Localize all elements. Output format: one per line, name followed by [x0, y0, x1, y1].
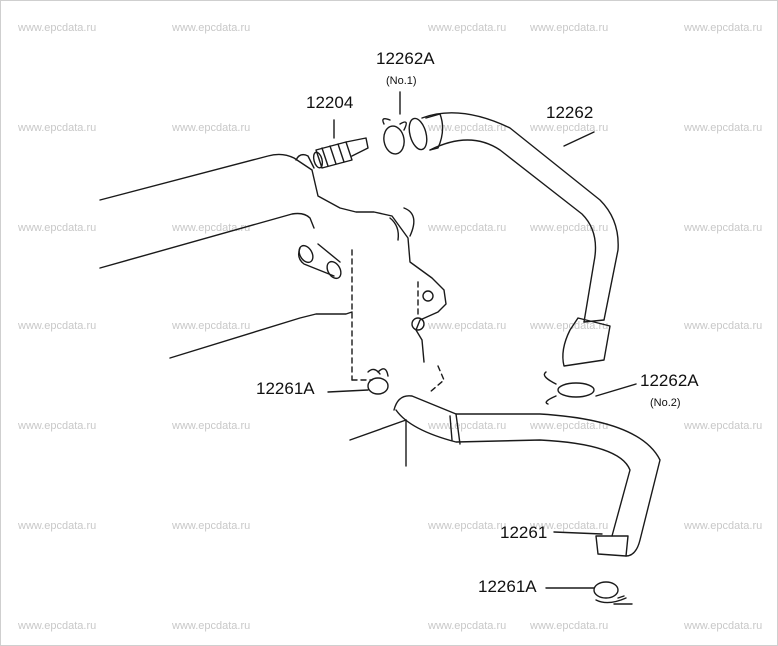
watermark-text: www.epcdata.ru: [428, 320, 507, 332]
watermark-text: www.epcdata.ru: [172, 122, 251, 134]
watermark-text: www.epcdata.ru: [18, 620, 97, 632]
watermark-text: www.epcdata.ru: [18, 22, 97, 34]
vsv-valve-part: [312, 119, 369, 169]
watermark-text: www.epcdata.ru: [18, 520, 97, 532]
watermark-text: www.epcdata.ru: [530, 222, 609, 234]
watermark-text: www.epcdata.ru: [530, 420, 609, 432]
watermark-text: www.epcdata.ru: [428, 620, 507, 632]
clamp-no2-part: [543, 371, 637, 405]
watermark-text: www.epcdata.ru: [684, 22, 763, 34]
label-lower-hose: 12261: [500, 523, 547, 542]
watermark-text: www.epcdata.ru: [428, 222, 507, 234]
watermark-text: www.epcdata.ru: [530, 22, 609, 34]
watermark-text: www.epcdata.ru: [530, 320, 609, 332]
label-clamp-no2-sub: (No.2): [650, 397, 681, 409]
watermark-text: www.epcdata.ru: [428, 520, 507, 532]
label-clamp-no2: 12262A: [640, 371, 699, 390]
label-clamp-lower-a: 12261A: [478, 577, 537, 596]
watermark-text: www.epcdata.ru: [18, 320, 97, 332]
watermark-text: www.epcdata.ru: [18, 122, 97, 134]
label-clamp-no1: 12262A: [376, 49, 435, 68]
watermark-text: www.epcdata.ru: [684, 222, 763, 234]
watermark-text: www.epcdata.ru: [172, 22, 251, 34]
watermark-text: www.epcdata.ru: [18, 420, 97, 432]
watermark-text: www.epcdata.ru: [172, 420, 251, 432]
watermark-text: www.epcdata.ru: [684, 320, 763, 332]
watermark-text: www.epcdata.ru: [530, 520, 609, 532]
clamp-no1-part: [382, 91, 407, 155]
watermark-text: www.epcdata.ru: [172, 520, 251, 532]
watermark-text: www.epcdata.ru: [684, 520, 763, 532]
clamp-upper-a-part: [327, 368, 389, 395]
watermark-text: www.epcdata.ru: [428, 122, 507, 134]
lower-hose-part: [393, 395, 661, 557]
watermark-text: www.epcdata.ru: [530, 122, 609, 134]
label-upper-hose: 12262: [546, 103, 593, 122]
watermark-text: www.epcdata.ru: [172, 620, 251, 632]
watermark-text: www.epcdata.ru: [684, 620, 763, 632]
cylinder-head-outline: [99, 153, 447, 467]
watermark-text: www.epcdata.ru: [684, 122, 763, 134]
watermark-text: www.epcdata.ru: [172, 320, 251, 332]
upper-hose-part: [408, 112, 619, 367]
watermark-text: www.epcdata.ru: [428, 22, 507, 34]
watermark-text: www.epcdata.ru: [530, 620, 609, 632]
label-clamp-no1-sub: (No.1): [386, 75, 417, 87]
clamp-lower-a-part: [545, 581, 633, 605]
watermark-text: www.epcdata.ru: [684, 420, 763, 432]
watermark-text: www.epcdata.ru: [428, 420, 507, 432]
watermark-text: www.epcdata.ru: [18, 222, 97, 234]
label-vsv: 12204: [306, 93, 353, 112]
label-clamp-upper-a: 12261A: [256, 379, 315, 398]
